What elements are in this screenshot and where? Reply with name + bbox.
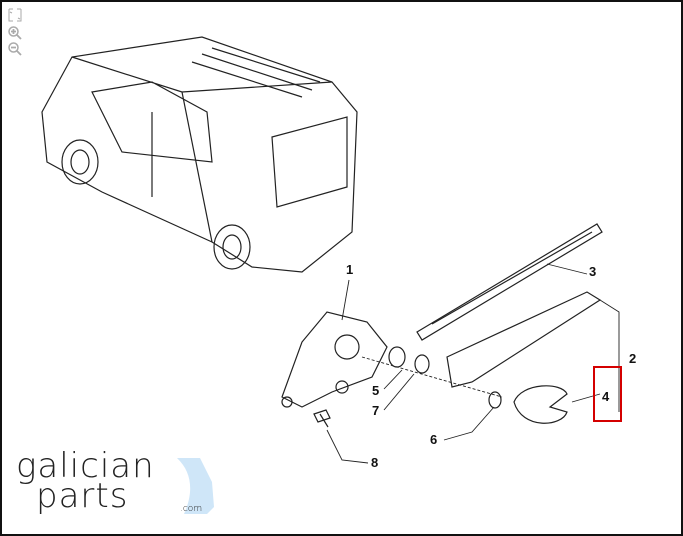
callout-2[interactable]: 2 — [629, 351, 637, 366]
callout-5[interactable]: 5 — [372, 383, 380, 398]
wiper-blade — [416, 223, 603, 341]
zoom-out-icon[interactable] — [8, 42, 22, 56]
wiper-arm — [446, 291, 602, 388]
logo-suffix: .com — [180, 504, 203, 514]
logo-line1: galician — [16, 446, 155, 486]
callout-8[interactable]: 8 — [371, 455, 379, 470]
callout-3[interactable]: 3 — [589, 264, 597, 279]
callout-highlight-box — [593, 366, 622, 422]
fit-screen-icon[interactable] — [8, 8, 22, 22]
van-illustration — [41, 36, 358, 273]
callout-4[interactable]: 4 — [602, 389, 610, 404]
callout-6[interactable]: 6 — [430, 432, 438, 447]
callout-1[interactable]: 1 — [346, 262, 354, 277]
leader-lines — [326, 263, 620, 464]
wiper-motor — [281, 311, 388, 408]
logo-line2: parts — [36, 476, 129, 516]
callout-7[interactable]: 7 — [372, 403, 380, 418]
zoom-in-icon[interactable] — [8, 26, 22, 40]
arm-cap — [513, 385, 568, 424]
